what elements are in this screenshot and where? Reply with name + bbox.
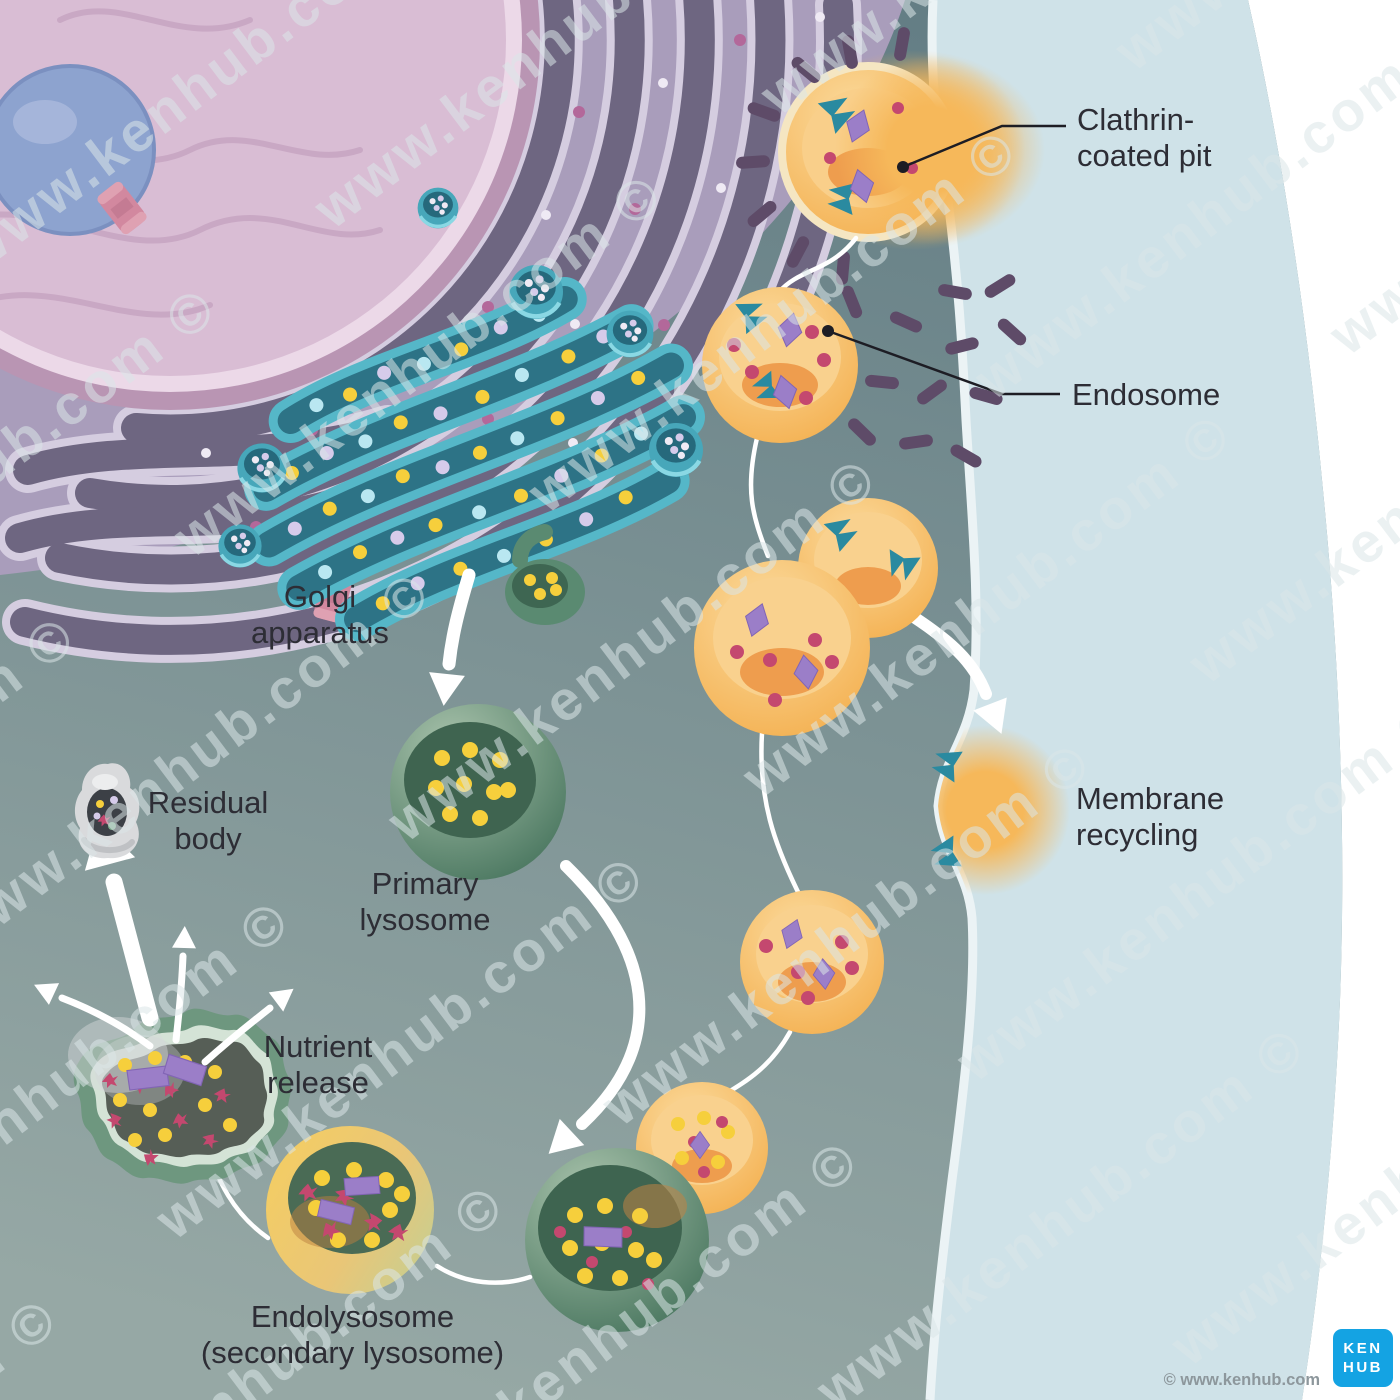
label-leaders [822, 124, 1066, 396]
primary-lysosome [390, 704, 566, 880]
early-endosome [694, 498, 938, 736]
kenhub-logo-line1: KEN [1343, 1339, 1383, 1357]
nutrient-release-body [68, 1008, 291, 1184]
nucleus [0, 0, 540, 623]
kenhub-logo-line2: HUB [1343, 1359, 1383, 1376]
copyright-text: © www.kenhub.com [1163, 1371, 1320, 1389]
nuclear-pore [97, 181, 147, 235]
kenhub-logo: KEN HUB [1333, 1329, 1393, 1387]
pathway-arrows [429, 568, 1007, 1154]
cell-membrane [925, 0, 1400, 1400]
late-endosome [740, 890, 884, 1034]
clathrin-coated-pit [735, 26, 1045, 286]
endolysosome [266, 1126, 434, 1294]
residual-body [74, 763, 140, 859]
golgi-apparatus [216, 185, 717, 642]
endosome [702, 287, 858, 443]
budding-lysosome-vesicle [505, 524, 585, 625]
lysosome-endosome-fusion [525, 1082, 768, 1332]
